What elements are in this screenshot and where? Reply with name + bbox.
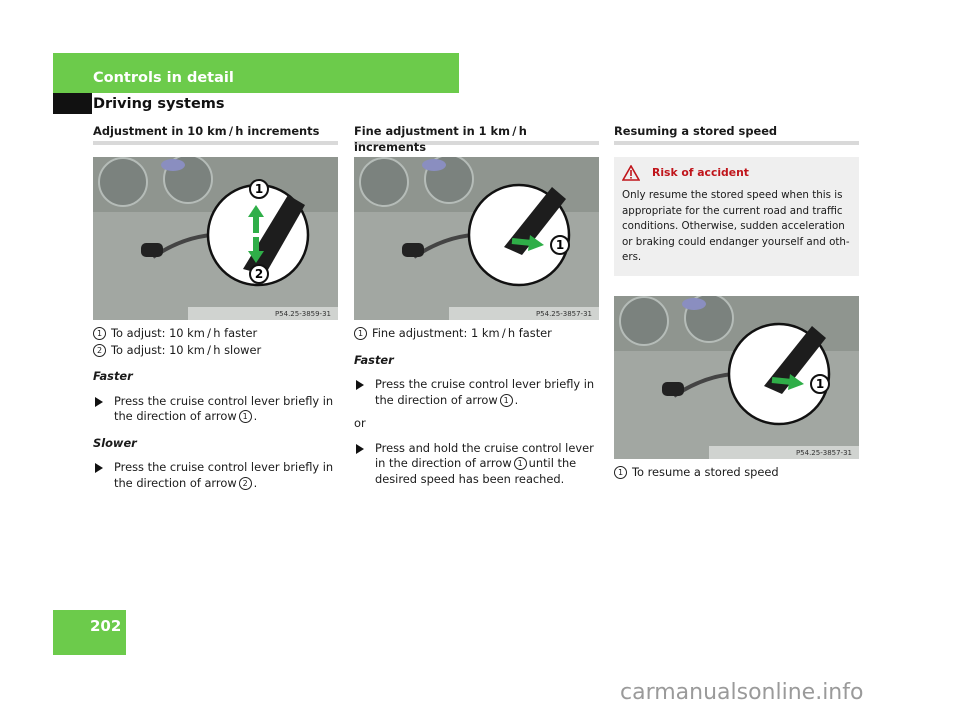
figure-lever-forward: 1 P54.25-3857-31 xyxy=(354,157,599,320)
heading-rule xyxy=(614,141,859,145)
header-band xyxy=(53,53,459,93)
instruction-briefly: Press the cruise control lever briefly i… xyxy=(354,377,599,408)
svg-text:1: 1 xyxy=(556,238,564,252)
subheading-slower: Slower xyxy=(93,435,137,450)
svg-text:1: 1 xyxy=(255,182,263,196)
heading-rule xyxy=(93,141,338,145)
column-1kmh: Fine adjustment in 1 km / h increments 1… xyxy=(354,124,599,494)
warning-box: Risk of accident Only resume the stored … xyxy=(614,157,859,276)
figure-lever-up-down: 1 2 P54.25-3859-31 xyxy=(93,157,338,320)
or-text: or xyxy=(354,416,366,430)
page-number-band xyxy=(53,610,126,655)
warning-triangle-icon xyxy=(622,165,640,181)
heading-rule xyxy=(354,141,599,145)
subheading-faster: Faster xyxy=(93,369,133,383)
figure-code: P54.25-3859-31 xyxy=(275,310,331,318)
bullet-arrow-icon xyxy=(356,443,364,454)
column-resume: Resuming a stored speed Risk of accident… xyxy=(614,124,859,481)
warning-text: Only resume the stored speed when this i… xyxy=(622,189,850,263)
warning-title: Risk of accident xyxy=(652,166,749,180)
bullet-arrow-icon xyxy=(356,380,364,390)
watermark: carmanualsonline.info xyxy=(620,680,864,705)
subheading-faster: Faster xyxy=(354,352,394,367)
column-heading: Resuming a stored speed xyxy=(614,124,778,138)
figure-lever-resume: 1 P54.25-3857-31 xyxy=(614,295,859,459)
svg-text:2: 2 xyxy=(255,267,263,281)
section-title: Controls in detail xyxy=(93,70,234,86)
svg-text:1: 1 xyxy=(816,377,824,391)
instruction-slower: Press the cruise control lever briefly i… xyxy=(93,460,338,491)
instruction-hold: Press and hold the cruise control lever … xyxy=(354,441,599,488)
column-heading: Adjustment in 10 km / h increments xyxy=(93,124,320,138)
column-10kmh: Adjustment in 10 km / h increments 1 2 P… xyxy=(93,124,338,498)
figure-code: P54.25-3857-31 xyxy=(536,310,592,318)
figure-code: P54.25-3857-31 xyxy=(796,449,852,457)
bullet-arrow-icon xyxy=(95,463,103,473)
instruction-faster: Press the cruise control lever briefly i… xyxy=(93,394,338,425)
column-heading: Fine adjustment in 1 km / h increments xyxy=(354,124,527,154)
bullet-arrow-icon xyxy=(95,396,103,407)
subsection-title: Driving systems xyxy=(93,96,225,112)
page-number: 202 xyxy=(90,617,122,635)
section-tab xyxy=(53,93,92,114)
